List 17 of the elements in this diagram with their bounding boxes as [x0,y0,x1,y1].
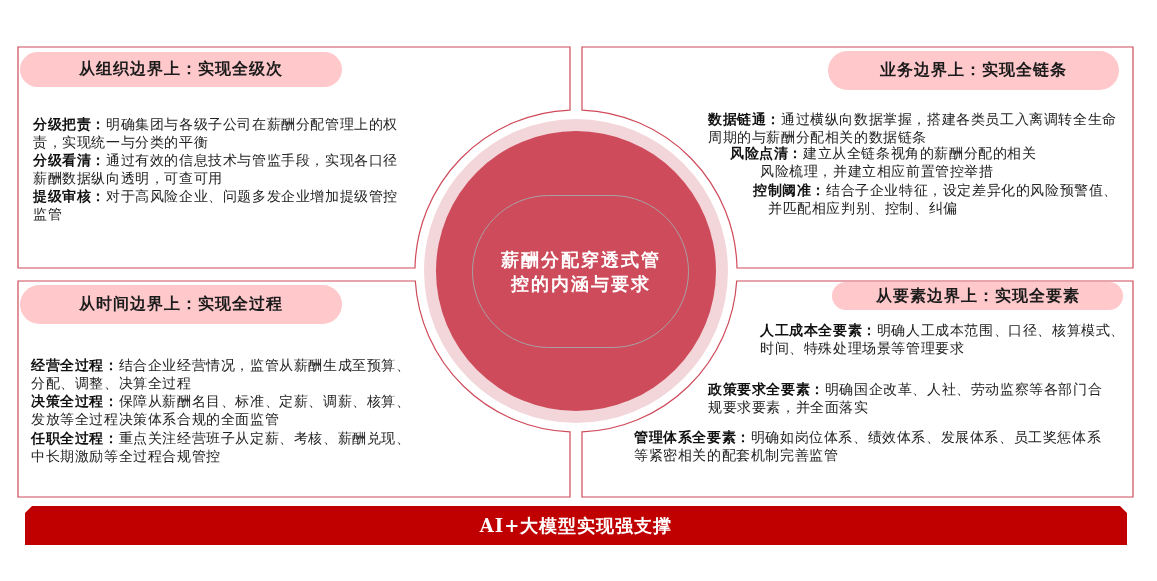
description-text: 管理体系全要素：明确如岗位体系、绩效体系、发展体系、员工奖惩体系等紧密相关的配套机制完善监管 [634,428,1103,464]
description-text: 人工成本全要素：明确人工成本范围、口径、核算模式、时间、特殊处理场景等管理要求 [760,321,1126,357]
description-text: 风险点清：建立从全链条视角的薪酬分配的相关风险梳理，并建立相应前置管控举措 [730,144,1038,180]
section-heading: 从时间边界上：实现全过程 [20,285,342,324]
section-heading: 从要素边界上：实现全要素 [832,282,1123,310]
description-text: 控制阈准：结合子企业特征，设定差异化的风险预警值、并匹配相应判别、控制、纠偏 [753,181,1119,217]
description-text: 政策要求全要素：明确国企改革、人社、劳动监察等各部门合规要求要素，并全面落实 [708,380,1104,416]
section-heading: 从组织边界上：实现全级次 [20,52,342,87]
support-banner: AI+大模型实现强支撑 [25,506,1127,545]
description-text: 提级审核：对于高风险企业、问题多发企业增加提级管控监管 [33,187,399,223]
description-text: 经营全过程：结合企业经营情况，监管从薪酬生成至预算、分配、调整、决算全过程 [31,356,412,392]
description-text: 决策全过程：保障从薪酬名目、标准、定薪、调薪、核算、发放等全过程决策体系合规的全面监管 [31,392,412,428]
section-heading: 业务边界上：实现全链条 [828,51,1119,90]
description-text: 数据链通：通过横纵向数据掌握，搭建各类员工入离调转全生命周期的与薪酬分配相关的数据链条 [708,110,1118,146]
description-text: 分级把责：明确集团与各级子公司在薪酬分配管理上的权责，实现统一与分类的平衡 [33,115,399,151]
description-text: 任职全过程：重点关注经营班子从定薪、考核、薪酬兑现、中长期激励等全过程合规管控 [31,429,412,465]
description-text: 分级看清：通过有效的信息技术与管监手段，实现各口径薪酬数据纵向透明，可查可用 [33,151,399,187]
